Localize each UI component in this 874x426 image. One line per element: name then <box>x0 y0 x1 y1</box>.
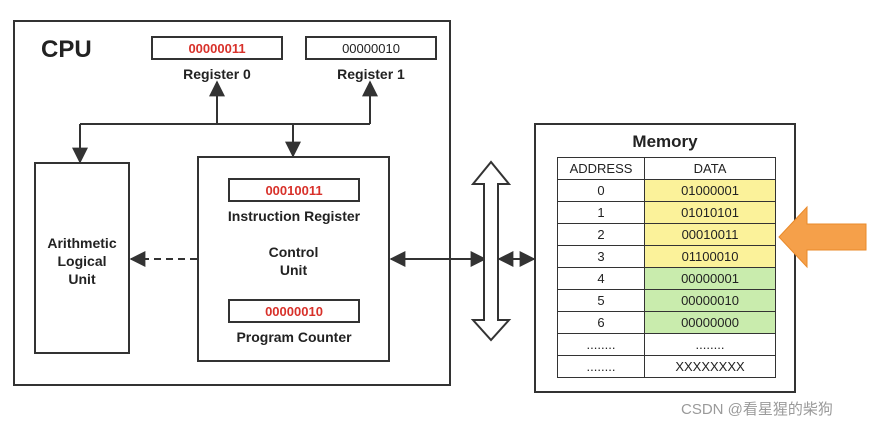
system-bus-arrow <box>470 160 512 342</box>
memory-header-row: ADDRESS DATA <box>557 157 776 180</box>
instruction-register-label: Instruction Register <box>227 208 361 224</box>
memory-data-cell: 01000001 <box>644 179 776 202</box>
memory-title: Memory <box>632 132 698 151</box>
alu-box <box>34 162 130 354</box>
memory-pointer-arrow <box>778 205 867 269</box>
register-0-label: Register 0 <box>183 66 251 82</box>
register-1: 00000010 <box>305 36 437 60</box>
register-1-label: Register 1 <box>337 66 405 82</box>
memory-data-cell: 00010011 <box>644 223 776 246</box>
memory-address-cell: ........ <box>557 355 645 378</box>
alu-label: Arithmetic Logical Unit <box>47 235 117 287</box>
instruction-register: 00010011 <box>228 178 360 202</box>
program-counter: 00000010 <box>228 299 360 323</box>
register-0: 00000011 <box>151 36 283 60</box>
memory-data-cell: 01010101 <box>644 201 776 224</box>
memory-data-cell: 00000010 <box>644 289 776 312</box>
control-unit-label: Control Unit <box>268 244 319 278</box>
register-bus <box>72 80 378 164</box>
watermark: CSDN @看星猩的柴狗 <box>681 401 833 418</box>
memory-data-cell: 00000001 <box>644 267 776 290</box>
program-counter-label: Program Counter <box>236 329 352 345</box>
data-header: DATA <box>644 157 776 180</box>
cpu-title: CPU <box>41 36 92 63</box>
address-header: ADDRESS <box>557 157 645 180</box>
memory-data-cell: XXXXXXXX <box>644 355 776 378</box>
memory-row: ........XXXXXXXX <box>557 355 776 378</box>
